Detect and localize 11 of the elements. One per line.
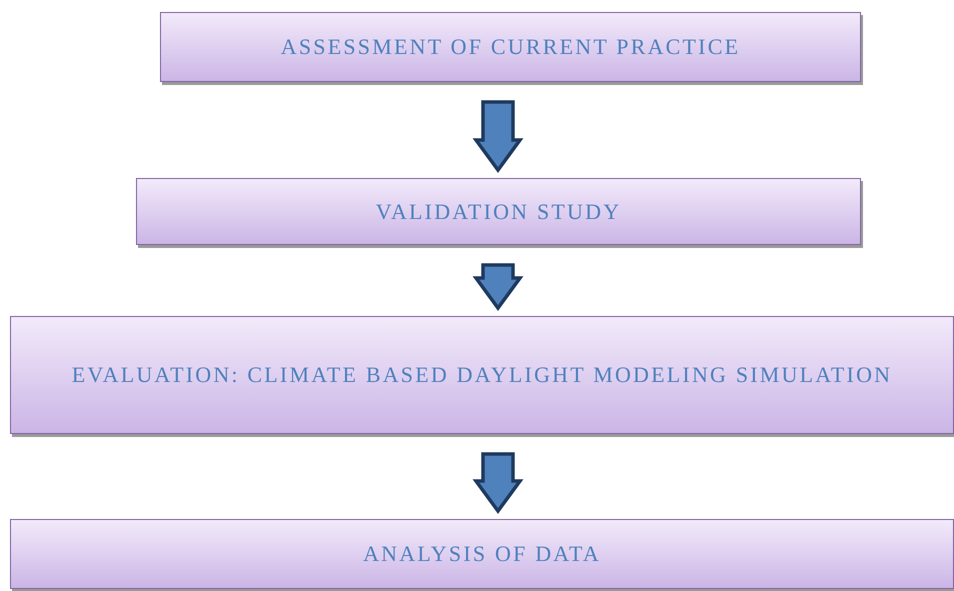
process-box xyxy=(160,12,861,82)
box-label: ASSESSMENT OF CURRENT PRACTICE xyxy=(280,34,740,60)
box-label: VALIDATION STUDY xyxy=(376,198,622,224)
process-box xyxy=(10,519,954,589)
process-box xyxy=(136,178,861,245)
block-arrow xyxy=(472,263,524,311)
block-arrow xyxy=(472,452,524,514)
box-label: ANALYSIS OF DATA xyxy=(363,541,601,567)
process-box xyxy=(10,316,954,434)
block-arrow xyxy=(472,100,524,173)
box-label: EVALUATION: CLIMATE BASED DAYLIGHT MODELING SIMULATION xyxy=(72,361,892,389)
